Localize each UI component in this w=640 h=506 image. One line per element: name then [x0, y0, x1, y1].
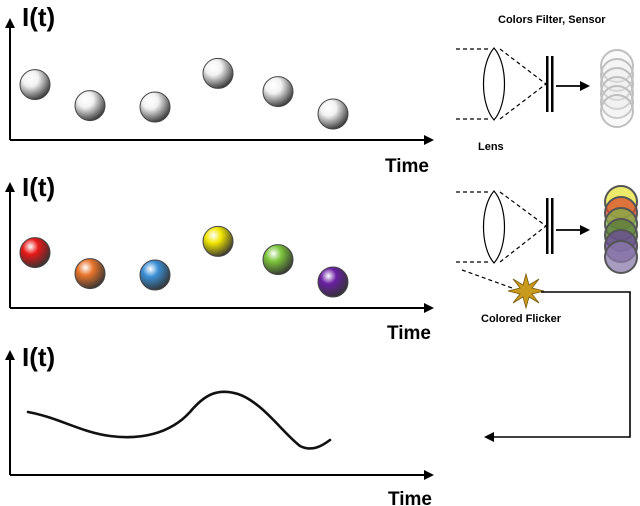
colored-stack-disc-6	[604, 240, 638, 274]
top-sensor-plate	[551, 56, 554, 112]
flicker-star-icon	[507, 272, 545, 310]
gray-ball-6	[317, 98, 349, 130]
mid-converge-upper	[499, 191, 547, 227]
mid-converge-lower	[499, 225, 547, 263]
mid-filter-plate	[546, 198, 549, 254]
lens-top-icon	[482, 47, 506, 121]
gray-stack-disc-4	[600, 76, 634, 110]
intensity-curve	[26, 390, 332, 450]
optics-top: Colors Filter, Sensor Lens	[456, 14, 634, 153]
panel-2: I(t) Time	[4, 172, 434, 344]
panel-1-xlabel: Time	[385, 156, 429, 177]
gray-ball-4	[202, 57, 234, 89]
gray-ball-3	[139, 91, 171, 123]
gray-stack-disc-1	[600, 49, 634, 83]
optics-middle: Colored Flicker	[456, 185, 638, 442]
panel-2-ylabel: I(t)	[22, 172, 55, 202]
gray-stack-disc-2	[600, 58, 634, 92]
colored-balls-group	[19, 225, 349, 298]
mid-sensor-plate	[551, 198, 554, 254]
flicker-ray	[461, 269, 513, 289]
filter-sensor-caption: Colors Filter, Sensor	[498, 14, 606, 26]
lens-middle-icon	[482, 190, 506, 264]
top-converge-upper	[499, 48, 547, 85]
gray-stack-disc-6	[600, 94, 634, 128]
colored-ball-2	[74, 258, 106, 290]
colored-ball-5	[262, 244, 294, 276]
panel-2-xlabel: Time	[387, 323, 431, 344]
gray-sensor-stack	[600, 49, 634, 128]
colored-flicker-label: Colored Flicker	[481, 313, 562, 325]
panel-1-ylabel: I(t)	[22, 2, 55, 32]
gray-balls-group	[19, 57, 349, 130]
panel-3-xlabel: Time	[388, 489, 432, 506]
colored-ball-4	[202, 225, 234, 257]
gray-ball-1	[19, 69, 51, 101]
colored-sensor-stack	[604, 185, 638, 274]
colored-ball-3	[139, 259, 171, 291]
gray-stack-disc-3	[600, 67, 634, 101]
top-converge-lower	[499, 83, 547, 120]
gray-stack-disc-5	[600, 85, 634, 119]
top-filter-plate	[546, 56, 549, 112]
lens-label: Lens	[478, 141, 504, 153]
colored-ball-6	[317, 266, 349, 298]
gray-ball-5	[262, 76, 294, 108]
panel-1: I(t) Time	[4, 2, 434, 177]
panel-3: I(t) Time	[4, 342, 434, 506]
panel-3-ylabel: I(t)	[22, 342, 55, 372]
feedback-line	[484, 291, 631, 442]
gray-ball-2	[74, 90, 106, 122]
colored-ball-1	[19, 237, 51, 269]
